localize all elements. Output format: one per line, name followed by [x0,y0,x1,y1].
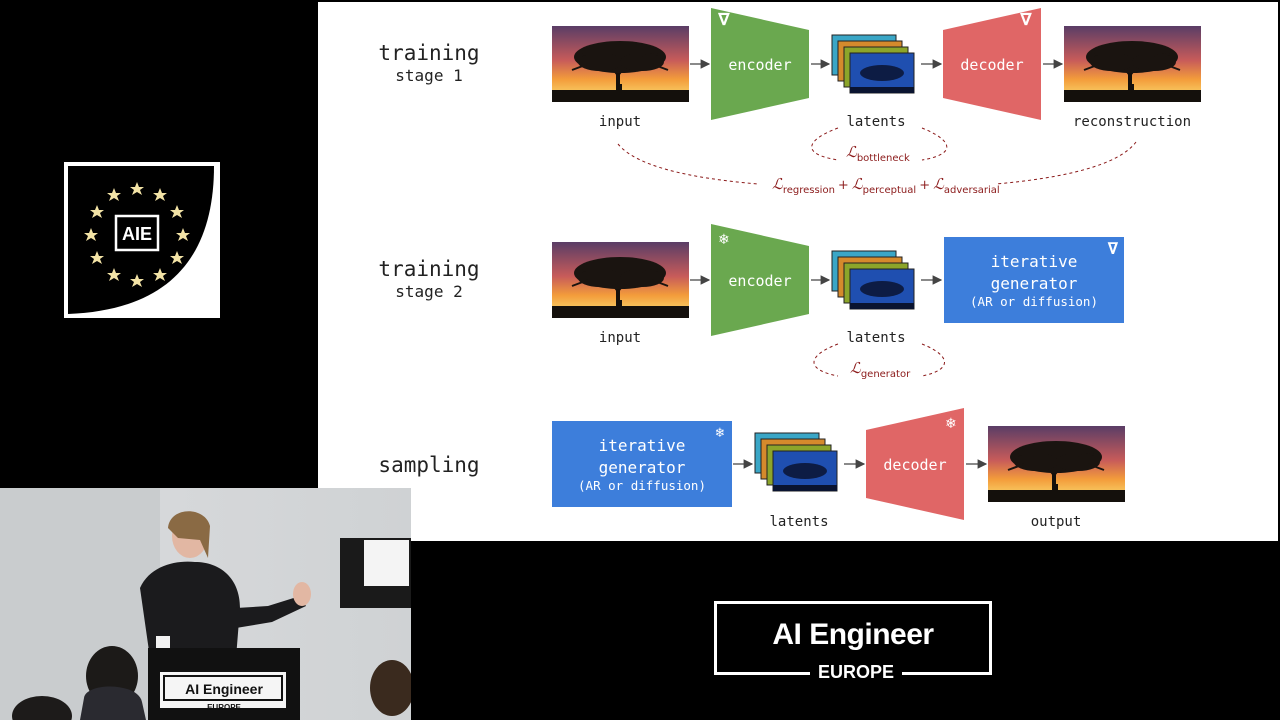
speaker-body [140,561,240,658]
decoder-1-label: decoder [960,56,1024,74]
aie-logo-text: AIE [122,224,152,244]
encoder-2-label: encoder [728,272,792,290]
decoder-2 [866,408,964,520]
speaker-video: AI Engineer EUROPE [0,488,411,720]
encoder-1 [711,8,809,120]
latents-caption-2: latents [846,330,906,346]
decoder-1 [943,8,1041,120]
latents-caption-1: latents [846,114,906,130]
loss-reconstruction-sum: ℒregression+ℒperceptual+ℒadversarial [772,175,1000,197]
encoder-2 [711,224,809,336]
output-caption: output [1030,514,1082,530]
podium-region: EUROPE [207,703,241,712]
ai-engineer-europe-logo: AI Engineer EUROPE [714,601,992,683]
input-caption-1: input [598,114,642,130]
trainable-marker-encoder: ∇ [718,10,730,30]
latents-2 [831,250,915,310]
loss-generator: ℒgenerator [850,359,911,381]
iterative-generator-2: iterative generator (AR or diffusion) ❄ [552,421,732,507]
trainable-marker-generator: ∇ [1107,239,1118,259]
input-caption-2: input [598,330,642,346]
star-ring [84,182,190,287]
input-image-1 [550,24,691,104]
podium-brand: AI Engineer [185,681,263,697]
iterative-generator-1: iterative generator (AR or diffusion) ∇ [944,237,1124,323]
encoder-1-label: encoder [728,56,792,74]
output-image [986,424,1127,504]
latents-3 [754,432,838,492]
frozen-marker-encoder: ❄ [718,232,730,248]
latents-1 [831,34,915,94]
decoder-2-label: decoder [883,456,947,474]
frozen-marker-decoder: ❄ [945,416,957,432]
aie-logo: AIE [64,162,220,318]
trainable-marker-decoder: ∇ [1020,10,1032,30]
event-region: EUROPE [810,661,902,683]
reconstruction-caption: reconstruction [1072,114,1192,130]
latents-caption-3: latents [769,514,829,530]
pipeline-diagram [550,8,1203,520]
frozen-marker-generator: ❄ [715,425,724,441]
loss-bottleneck: ℒbottleneck [846,143,910,165]
reconstruction-image [1062,24,1203,104]
event-brand: AI Engineer [772,618,934,651]
input-image-2 [550,240,691,320]
row3-title: sampling [378,453,480,477]
